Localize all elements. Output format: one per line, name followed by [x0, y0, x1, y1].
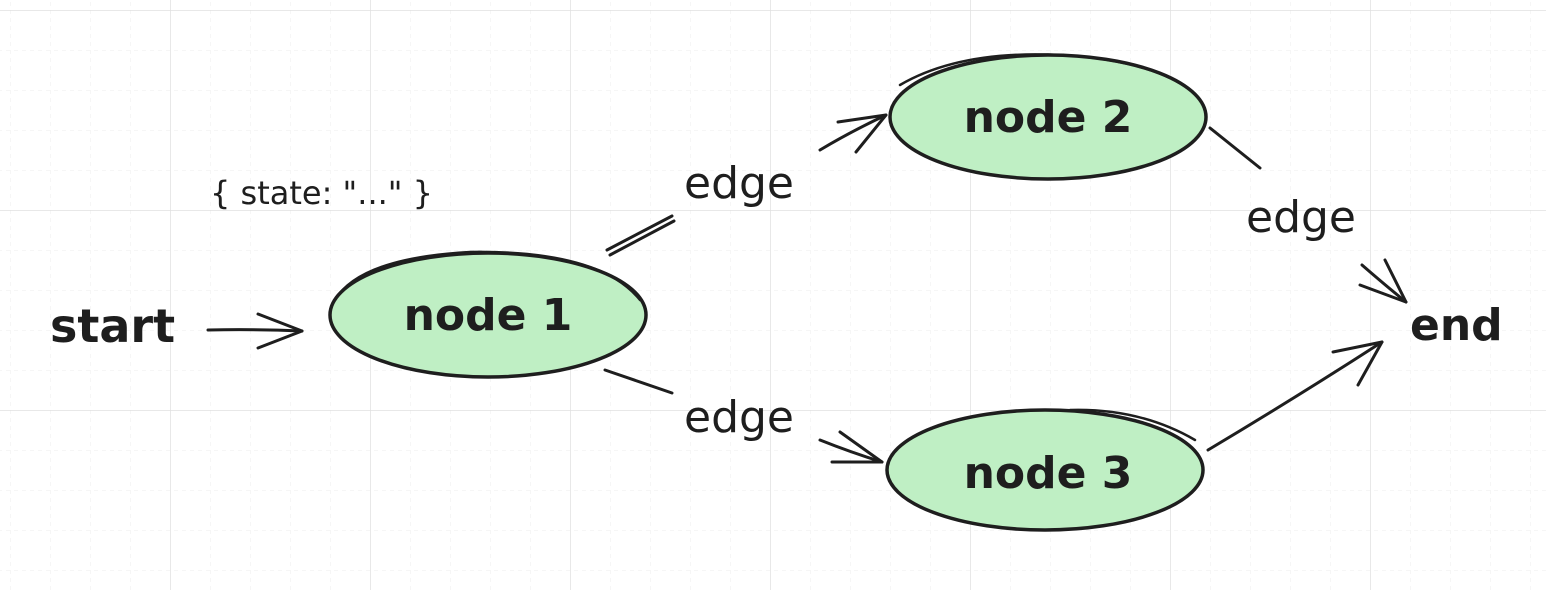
state-annotation: { state: "..." } [210, 174, 433, 212]
edge-node2-end-label: edge [1246, 192, 1356, 243]
edge-node1-node3: edge [603, 368, 884, 464]
edge-node1-node3-label: edge [684, 392, 794, 443]
node-3-label: node 3 [964, 448, 1133, 499]
node-2: node 2 [888, 53, 1208, 181]
start-arrow [206, 312, 304, 350]
edge-node1-node2-label: edge [684, 158, 794, 209]
edge-node2-end: edge [1208, 126, 1408, 304]
node-3-shape [885, 408, 1205, 532]
edge-node1-node2: edge [605, 113, 888, 257]
node-1-label: node 1 [404, 290, 573, 341]
edge-node3-end [1206, 340, 1384, 452]
node-3: node 3 [885, 408, 1205, 532]
end-label: end [1410, 300, 1503, 351]
node-1: node 1 [328, 250, 648, 379]
node-2-label: node 2 [964, 92, 1133, 143]
start-label: start [50, 299, 175, 353]
